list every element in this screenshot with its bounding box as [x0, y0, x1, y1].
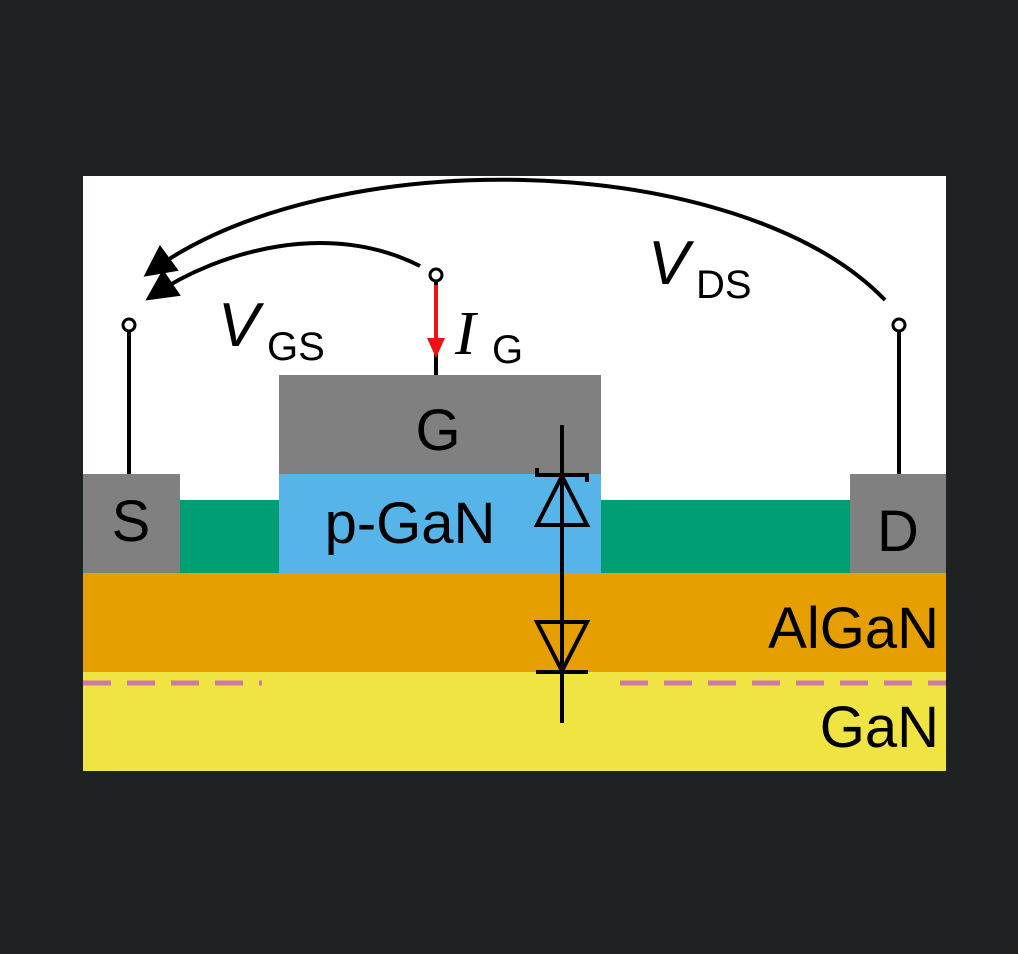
gate-metal	[279, 375, 601, 474]
zener-diode-bar	[535, 468, 589, 482]
vds-arc-arrow	[143, 177, 887, 302]
gan-layer	[83, 672, 946, 771]
algan-layer	[83, 573, 946, 672]
gate-terminal	[428, 267, 444, 283]
diode-triangle	[533, 620, 591, 676]
drain-contact	[850, 474, 946, 573]
vds-symbol: V	[648, 229, 695, 298]
ig-label: I G	[454, 300, 523, 372]
source-terminal	[121, 317, 137, 333]
vgs-symbol: V	[218, 291, 265, 360]
zener-diode-triangle	[533, 471, 591, 527]
algan-label: AlGaN	[768, 596, 939, 661]
ig-subscript: G	[492, 328, 523, 372]
drain-terminal	[891, 317, 907, 333]
gate-label: G	[415, 398, 460, 463]
vgs-arc-arrow	[145, 241, 421, 301]
gan-label: GaN	[820, 695, 939, 760]
source-label: S	[112, 489, 151, 554]
vds-subscript: DS	[696, 263, 752, 307]
ig-symbol: I	[454, 300, 479, 368]
diode-symbols	[533, 425, 591, 723]
vds-label: V DS	[648, 229, 752, 307]
source-contact	[83, 474, 180, 573]
drain-label: D	[877, 499, 919, 564]
gate-current-arrow-head	[427, 338, 445, 358]
vgs-label: V GS	[218, 291, 325, 369]
vgs-subscript: GS	[267, 325, 325, 369]
pgan-label: p-GaN	[325, 491, 496, 556]
